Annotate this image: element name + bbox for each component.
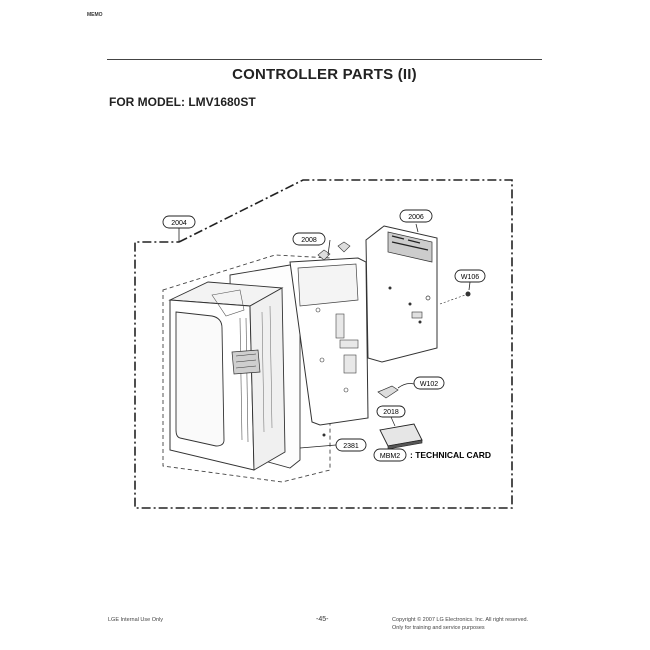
- wire-harness: [377, 383, 415, 399]
- callout-2006: 2006: [399, 209, 433, 223]
- copyright-line-2: Only for training and service purposes: [392, 625, 485, 631]
- svg-text:2004: 2004: [171, 220, 187, 227]
- technical-card: [379, 423, 423, 454]
- model-line: FOR MODEL: LMV1680ST: [109, 95, 256, 109]
- control-panel: [289, 239, 369, 426]
- svg-text:2018: 2018: [383, 409, 399, 416]
- footer-copyright: Copyright © 2007 LG Electronics. Inc. Al…: [392, 616, 528, 632]
- page-title: CONTROLLER PARTS (II): [232, 66, 417, 83]
- callout-W106: W106: [454, 269, 486, 283]
- corner-mark: MEMO: [87, 12, 103, 18]
- door-frame: [162, 254, 331, 483]
- svg-text:2381: 2381: [343, 443, 359, 450]
- callout-2018: 2018: [376, 405, 406, 427]
- callout-MBM2: MBM2: [373, 448, 407, 462]
- svg-text:2006: 2006: [408, 214, 424, 221]
- callout-2004: 2004: [162, 215, 196, 242]
- svg-text:W102: W102: [420, 381, 438, 388]
- header-rule: [107, 59, 542, 60]
- page-number: -45-: [316, 616, 329, 623]
- svg-text:W106: W106: [461, 274, 479, 281]
- svg-text:2008: 2008: [301, 237, 317, 244]
- technical-card-label: : TECHNICAL CARD: [410, 450, 491, 460]
- footer-internal-use: LGE Internal Use Only: [108, 617, 164, 623]
- svg-text:MBM2: MBM2: [380, 453, 400, 460]
- callout-2381: 2381: [299, 438, 367, 452]
- callout-2008: 2008: [292, 232, 326, 246]
- callout-W102: W102: [413, 376, 445, 390]
- pcb-board: [365, 223, 471, 363]
- copyright-line-1: Copyright © 2007 LG Electronics. Inc. Al…: [392, 617, 529, 623]
- assembly-boundary: [134, 179, 513, 509]
